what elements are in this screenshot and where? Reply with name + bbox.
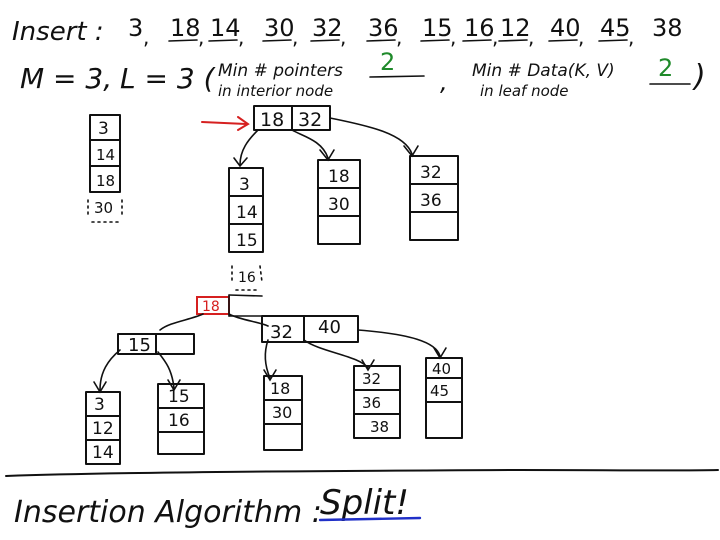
insert-key-underline-3	[208, 39, 238, 42]
after-leaf-2-key-2: 16	[168, 411, 190, 431]
insert-key-separator: ,	[340, 25, 346, 49]
min-data-label-line2: in leaf node	[480, 82, 569, 100]
before-leaf-1-key-2: 14	[236, 203, 258, 223]
m-parameter: M = 3,	[20, 62, 112, 95]
after-root-node: 18	[196, 294, 263, 317]
side-leaf-key-2: 14	[96, 146, 115, 164]
before-leaf-3: 32 36	[409, 155, 459, 241]
insert-key-underline-4	[262, 39, 292, 42]
insert-key-separator: ,	[143, 25, 149, 49]
min-pointers-label-line1: Min # pointers	[218, 61, 343, 81]
before-leaf-2-key-2: 30	[328, 195, 350, 215]
after-left-interior-key: 15	[128, 335, 151, 356]
after-leaf-1-key-2: 12	[92, 419, 114, 439]
insert-key-underline-5	[310, 39, 340, 42]
insert-key-9: 12	[500, 14, 531, 42]
insert-key-4: 30	[264, 14, 295, 42]
insert-key-separator: ,	[396, 25, 402, 49]
after-root-key: 18	[202, 299, 220, 315]
insert-key-separator: ,	[578, 25, 584, 49]
insert-key-underline-11	[598, 39, 628, 42]
after-left-interior-node: 15	[117, 333, 195, 356]
footer-highlight: Split!	[320, 483, 409, 523]
insert-key-8: 16	[464, 14, 495, 42]
before-leaf-3-key-1: 32	[420, 163, 442, 183]
ground-line	[5, 469, 719, 477]
footer-underline	[318, 516, 422, 522]
insert-label: Insert :	[12, 17, 104, 47]
pending-key: 16	[231, 265, 263, 291]
l-parameter: L = 3 (	[120, 62, 216, 95]
min-pointers-label-line2: in interior node	[218, 82, 333, 100]
insert-key-separator: ,	[238, 25, 244, 49]
after-right-interior-key-2: 40	[318, 317, 341, 338]
before-root-node: 18 32	[253, 105, 331, 131]
after-leaf-5-key-2: 45	[430, 382, 449, 400]
before-leaf-3-key-2: 36	[420, 191, 442, 211]
after-leaf-3-key-2: 30	[272, 403, 292, 422]
insert-key-underline-10	[548, 39, 578, 42]
insert-key-6: 36	[368, 14, 399, 42]
after-leaf-5: 40 45	[425, 357, 463, 439]
min-data-label-line1: Min # Data(K, V)	[472, 61, 615, 81]
insert-key-7: 15	[422, 14, 453, 42]
insert-key-underline-9	[498, 39, 528, 42]
after-leaf-5-key-1: 40	[432, 360, 451, 378]
insert-key-underline-6	[366, 39, 396, 42]
red-pointer-arrow	[201, 116, 250, 131]
before-leaf-1: 3 14 15	[228, 167, 264, 253]
footer-label: Insertion Algorithm :	[14, 495, 322, 530]
params-comma: ,	[440, 68, 448, 96]
insert-key-2: 18	[170, 14, 201, 42]
insert-key-separator: ,	[528, 25, 534, 49]
before-leaf-1-key-1: 3	[239, 175, 250, 195]
after-leaf-1: 3 12 14	[85, 391, 121, 465]
after-leaf-4-key-2: 36	[362, 394, 381, 412]
insert-key-separator: ,	[450, 25, 456, 49]
pending-key-value: 16	[238, 270, 256, 286]
before-leaf-2: 18 30	[317, 159, 361, 245]
insert-key-5: 32	[312, 14, 343, 42]
after-right-interior-node: 32 40	[261, 315, 359, 343]
before-leaf-2-key-1: 18	[328, 167, 350, 187]
after-leaf-1-key-1: 3	[94, 395, 105, 415]
insert-key-separator: ,	[198, 25, 204, 49]
after-leaf-3: 18 30	[263, 375, 303, 451]
after-leaf-1-key-3: 14	[92, 443, 114, 463]
insert-key-underline-2	[168, 39, 198, 42]
after-right-interior-key-1: 32	[270, 322, 293, 343]
min-data-value: 2	[658, 54, 673, 82]
insert-key-underline-7	[420, 39, 450, 42]
insert-key-10: 40	[550, 14, 581, 42]
insert-key-list: 3,18,14,30,32,36,15,16,12,40,45,38	[128, 14, 683, 49]
insert-key-separator: ,	[292, 25, 298, 49]
before-root-key-2: 32	[298, 109, 322, 131]
after-leaf-2: 15 16	[157, 383, 205, 455]
insert-key-separator: ,	[492, 25, 498, 49]
after-leaf-4-key-3: 38	[370, 418, 389, 436]
after-leaf-4-key-1: 32	[362, 370, 381, 388]
min-pointers-value: 2	[380, 48, 395, 76]
side-leaf-key-1: 3	[98, 119, 109, 139]
after-leaf-3-key-1: 18	[270, 379, 290, 398]
after-leaf-2-key-1: 15	[168, 387, 190, 407]
insert-key-underline-8	[462, 39, 492, 42]
side-leaf-key-3: 18	[96, 172, 115, 190]
params-close-paren: )	[692, 59, 706, 94]
insert-key-11: 45	[600, 14, 631, 42]
before-root-key-1: 18	[260, 109, 284, 131]
insert-key-separator: ,	[628, 25, 634, 49]
insert-key-1: 3	[128, 14, 143, 42]
insert-key-12: 38	[652, 14, 683, 42]
before-leaf-1-key-3: 15	[236, 231, 258, 251]
side-leaf-node: 3 14 18 30	[87, 114, 123, 223]
insert-key-3: 14	[210, 14, 241, 42]
side-leaf-overflow-key: 30	[94, 199, 113, 217]
after-leaf-4: 32 36 38	[353, 365, 401, 439]
